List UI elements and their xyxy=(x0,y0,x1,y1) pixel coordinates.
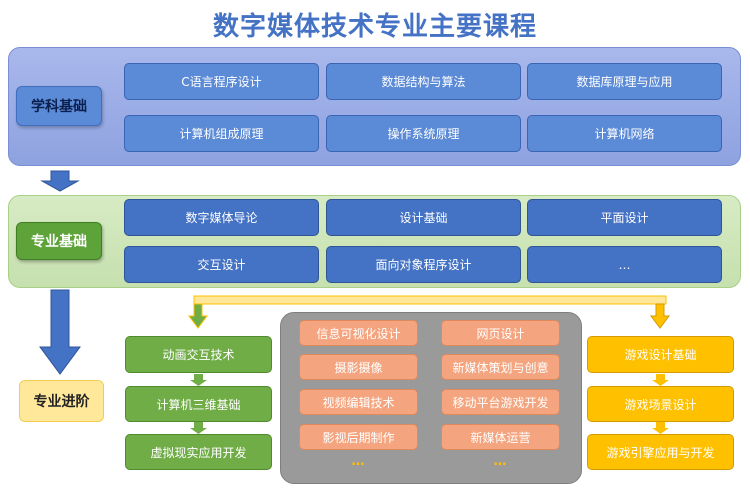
ellipsis: … xyxy=(351,454,366,469)
course-box: 计算机组成原理 xyxy=(124,115,319,152)
course-box: 平面设计 xyxy=(527,199,722,236)
course-box: 视频编辑技术 xyxy=(299,389,418,415)
course-box: 设计基础 xyxy=(326,199,521,236)
course-box: 游戏设计基础 xyxy=(587,336,734,373)
course-box: 新媒体运营 xyxy=(441,424,560,450)
course-box: 数据库原理与应用 xyxy=(527,63,722,100)
course-box: 计算机三维基础 xyxy=(125,386,272,422)
course-box: 数字媒体导论 xyxy=(124,199,319,236)
course-box: 游戏引擎应用与开发 xyxy=(587,434,734,470)
course-box: 数据结构与算法 xyxy=(326,63,521,100)
course-box: … xyxy=(527,246,722,283)
course-box: 操作系统原理 xyxy=(326,115,521,152)
course-box: 虚拟现实应用开发 xyxy=(125,434,272,470)
course-box: C语言程序设计 xyxy=(124,63,319,100)
level-label-advanced: 专业进阶 xyxy=(19,380,104,422)
course-box: 交互设计 xyxy=(124,246,319,283)
course-box: 游戏场景设计 xyxy=(587,386,734,422)
course-box: 网页设计 xyxy=(441,320,560,346)
page-title: 数字媒体技术专业主要课程 xyxy=(212,12,537,42)
course-box: 信息可视化设计 xyxy=(299,320,418,346)
level-label-basic: 学科基础 xyxy=(16,86,102,126)
course-box: 计算机网络 xyxy=(527,115,722,152)
course-box: 影视后期制作 xyxy=(299,424,418,450)
course-box: 摄影摄像 xyxy=(299,354,418,380)
level-label-major: 专业基础 xyxy=(16,222,102,260)
ellipsis: … xyxy=(493,454,508,469)
course-box: 新媒体策划与创意 xyxy=(441,354,560,380)
course-box: 移动平台游戏开发 xyxy=(441,389,560,415)
course-box: 动画交互技术 xyxy=(125,336,272,373)
course-box: 面向对象程序设计 xyxy=(326,246,521,283)
